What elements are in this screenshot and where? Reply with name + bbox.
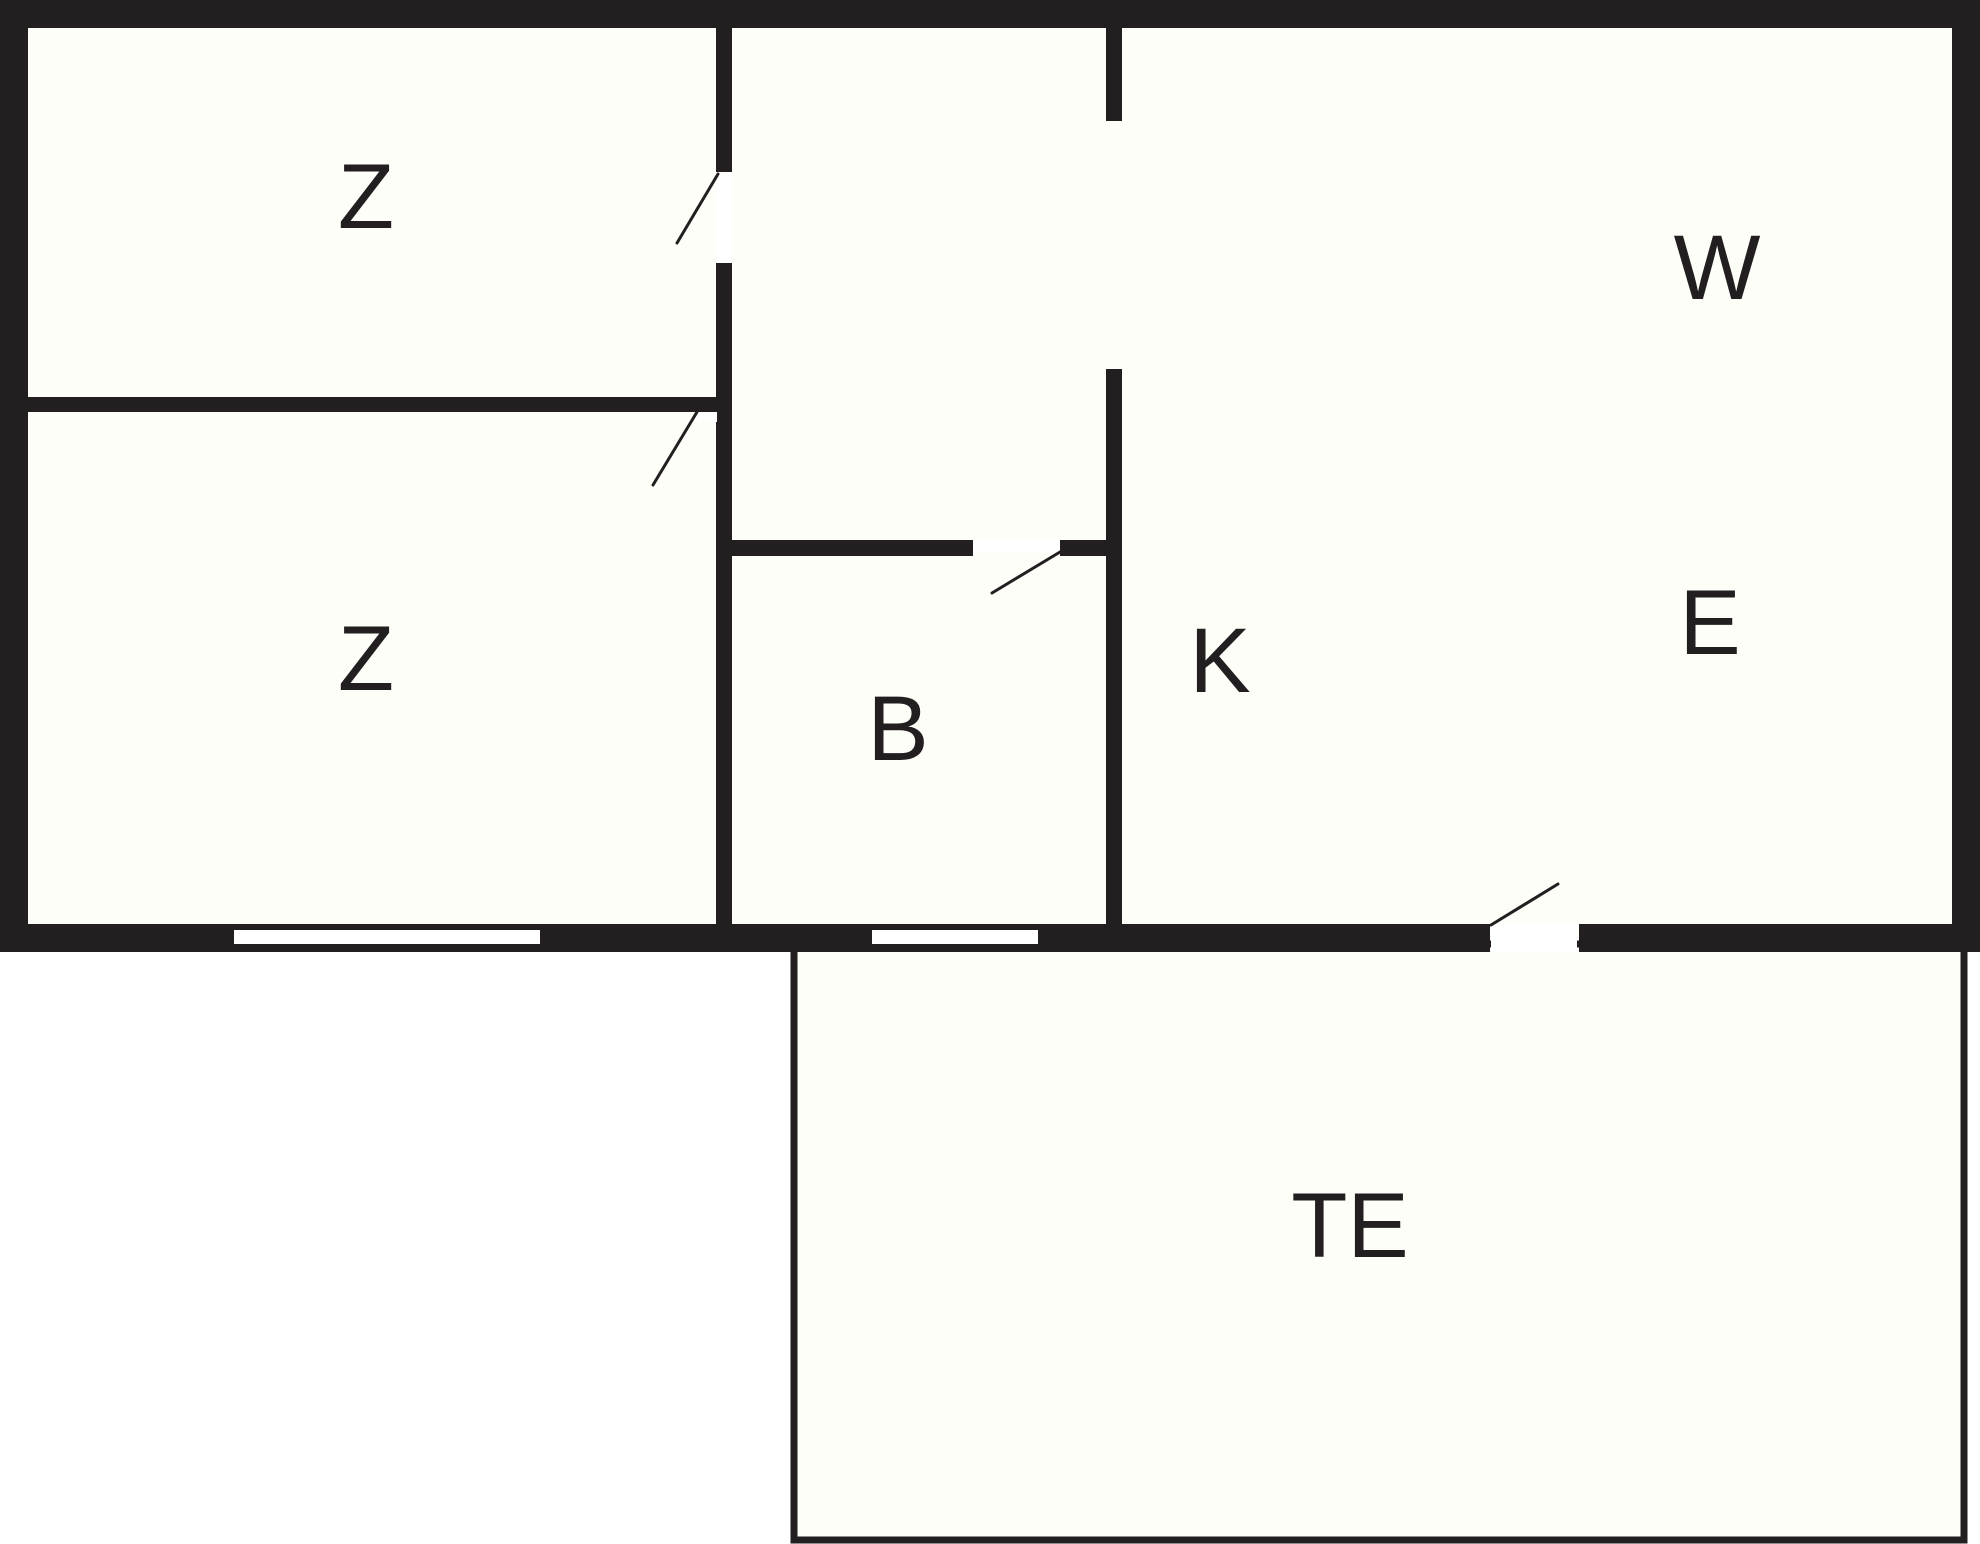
room-label-living-w: W (1674, 217, 1761, 319)
wall-h-bedrooms (20, 397, 717, 412)
door-gap-terrace (1491, 925, 1577, 952)
door-gap-bedroom-bottom (695, 412, 717, 422)
door-swings (651, 172, 1560, 927)
door-swing-bathroom (990, 550, 1062, 595)
door-swing-terrace (1489, 882, 1560, 927)
room-label-bedroom-top: Z (338, 146, 394, 248)
windows (234, 930, 1038, 944)
interior-walls (20, 20, 1122, 933)
main-floor (14, 14, 1966, 938)
window-bedroom (234, 930, 540, 944)
room-label-bedroom-bottom: Z (338, 608, 394, 710)
door-openings (695, 174, 1577, 952)
terrace-floor (794, 944, 1964, 1540)
door-gap-bedroom-top (717, 174, 731, 262)
door-gap-bathroom (973, 541, 1060, 553)
window-bathroom (872, 930, 1038, 944)
wall-v-left (716, 20, 732, 172)
room-label-kitchen: K (1189, 610, 1250, 712)
room-label-living-e: E (1679, 572, 1740, 674)
door-swing-bedroom-top (675, 172, 720, 245)
room-label-terrace: TE (1291, 1175, 1409, 1277)
room-label-bathroom: B (867, 678, 928, 780)
wall-v-kitchen (1106, 369, 1122, 933)
wall-v-kitchen-top (1106, 20, 1122, 121)
door-swing-bedroom-bottom (651, 410, 699, 487)
wall-h-bath-top (730, 540, 973, 556)
